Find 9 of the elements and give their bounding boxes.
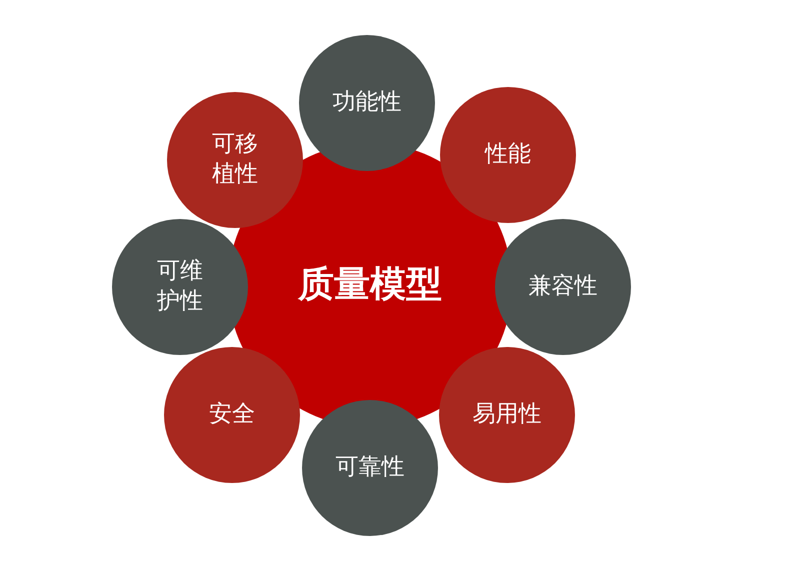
- attribute-label: 兼容性: [528, 272, 598, 302]
- attribute-label: 易用性: [472, 400, 542, 430]
- center-title: 质量模型: [298, 262, 442, 307]
- attribute-label: 安全: [209, 400, 255, 430]
- attribute-label: 功能性: [332, 88, 402, 118]
- attribute-label: 可移植性: [212, 130, 258, 189]
- attribute-label: 可维护性: [157, 257, 203, 316]
- attribute-label: 可靠性: [336, 453, 404, 482]
- attribute-label: 性能: [485, 140, 531, 170]
